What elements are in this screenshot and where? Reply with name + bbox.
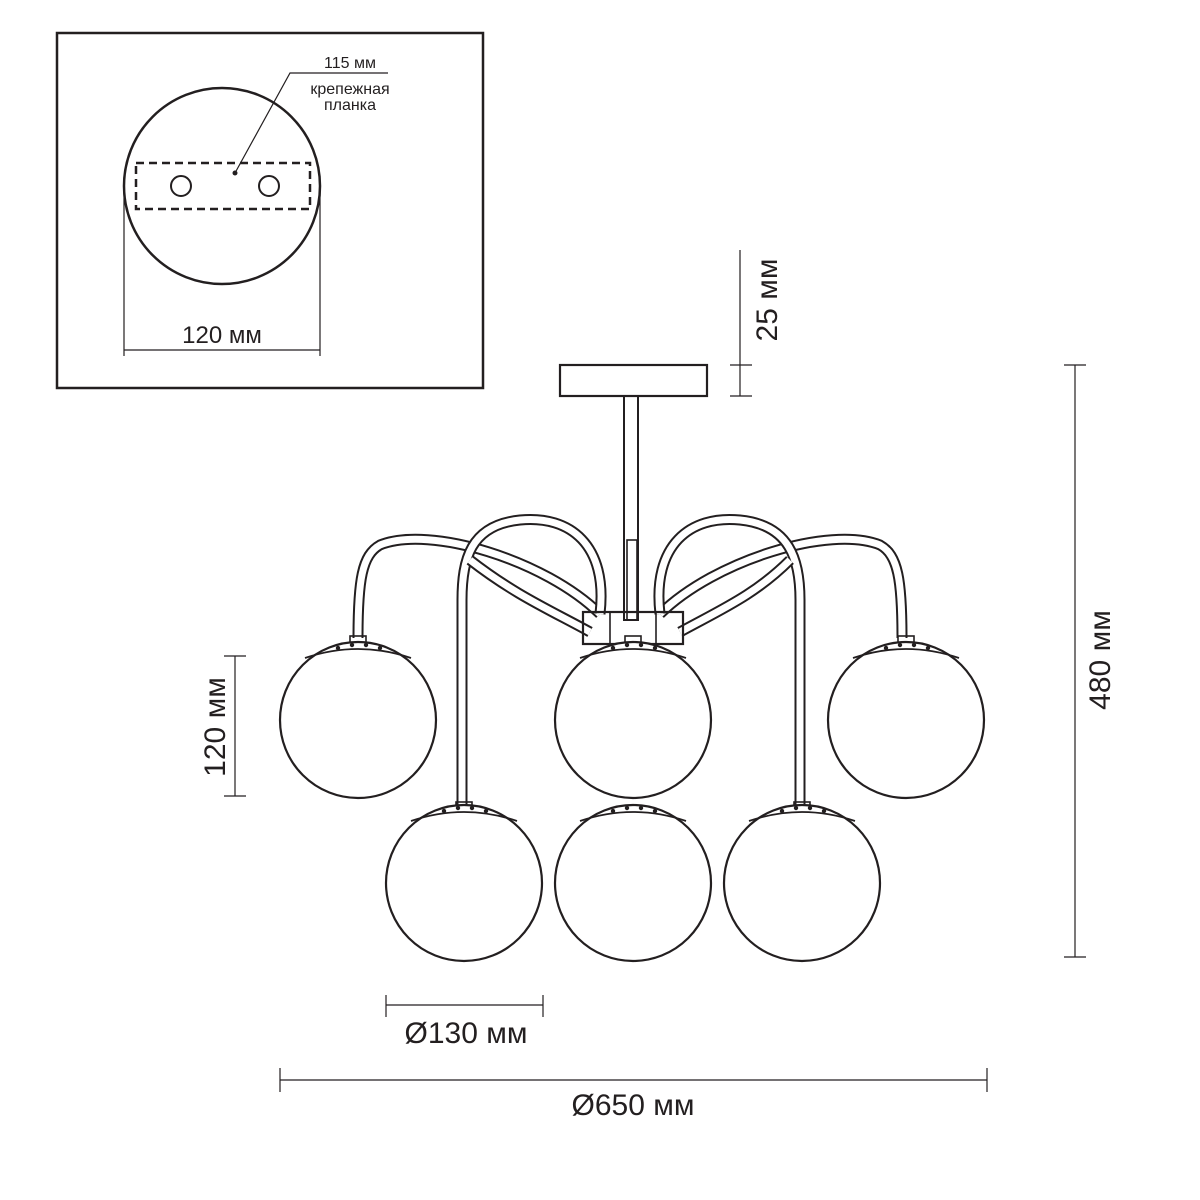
total-height-label: 480 мм bbox=[1084, 610, 1117, 710]
shade-lower-right bbox=[722, 801, 882, 963]
canopy-height-dimension: 25 мм bbox=[730, 250, 784, 397]
shade-diameter-label: Ø130 мм bbox=[405, 1017, 528, 1050]
central-hub bbox=[581, 610, 685, 646]
shade-lower-left bbox=[384, 801, 544, 963]
shade-upper-center bbox=[553, 635, 713, 800]
shade-height-dimension: 120 мм bbox=[199, 655, 246, 797]
shade-lower-center bbox=[553, 803, 713, 963]
shade-upper-left bbox=[278, 635, 438, 800]
bracket-name-line2: планка bbox=[324, 97, 376, 114]
inset-frame bbox=[55, 31, 485, 390]
bracket-name-line1: крепежная bbox=[310, 81, 389, 98]
canopy-height-label: 25 мм bbox=[751, 259, 784, 342]
ceiling-canopy bbox=[558, 363, 709, 398]
shade-height-label: 120 мм bbox=[199, 677, 232, 777]
total-diameter-dimension: Ø650 мм bbox=[279, 1068, 988, 1122]
stem-sleeve bbox=[626, 539, 638, 621]
mounting-bracket-dashed bbox=[134, 161, 312, 211]
mounting-plate-inset: 115 мм крепежная планка 120 мм bbox=[55, 31, 485, 390]
chandelier-front-view bbox=[278, 363, 986, 963]
shade-diameter-dimension: Ø130 мм bbox=[385, 995, 544, 1050]
mounting-hole-left bbox=[170, 175, 192, 197]
central-stem bbox=[623, 395, 639, 621]
bracket-width-label: 115 мм bbox=[324, 55, 376, 72]
bracket-leader-line bbox=[234, 72, 388, 174]
shade-upper-right bbox=[826, 635, 986, 800]
mounting-hole-right bbox=[258, 175, 280, 197]
base-diameter-label: 120 мм bbox=[182, 322, 262, 349]
ceiling-plate-circle bbox=[122, 86, 322, 286]
total-height-dimension: 480 мм bbox=[1064, 364, 1117, 958]
total-diameter-label: Ø650 мм bbox=[572, 1089, 695, 1122]
arms bbox=[352, 513, 908, 806]
